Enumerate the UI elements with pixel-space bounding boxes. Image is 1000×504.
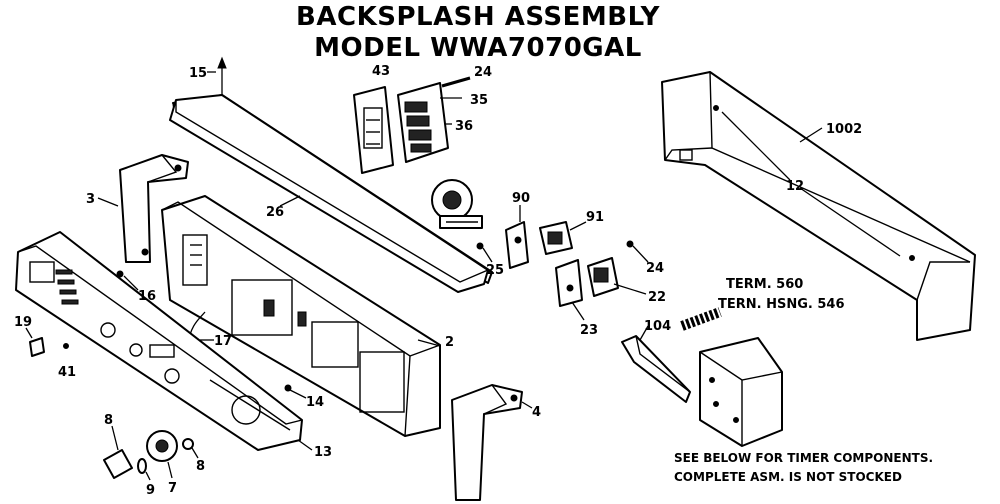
knob-19 [29,337,45,357]
label-part-2: 2 [445,335,454,350]
label-part-3: 3 [86,192,95,207]
right-end-cap [451,384,523,501]
timer-terminal-coil [680,307,722,331]
label-part-16: 16 [138,289,156,304]
timer-bracket [621,335,691,403]
screw-14 [284,384,292,392]
selector-knob-switch [431,179,483,229]
model-number: MODEL WWA7070GAL [314,33,642,63]
timer [699,337,783,447]
note-timer-components: SEE BELOW FOR TIMER COMPONENTS. [674,451,933,465]
label-part-43: 43 [372,64,390,79]
push-button-switch [397,82,449,163]
bracket-23 [555,259,583,307]
label-part-41: 41 [58,365,76,380]
washer-8 [182,438,194,450]
left-end-cap [119,154,189,263]
label-part-104: 104 [644,319,671,334]
console-housing [161,195,441,437]
rear-backsplash-cover [661,71,976,341]
clip-41 [63,343,69,349]
pressure-switch [505,221,529,269]
label-part-22: 22 [648,290,666,305]
dial-7 [146,430,178,462]
spring-clip-9 [137,458,147,474]
label-part-24-right: 24 [646,261,664,276]
label-part-12: 12 [786,179,804,194]
label-part-8-left: 8 [104,413,113,428]
label-part-15: 15 [189,66,207,81]
label-part-13: 13 [314,445,332,460]
label-part-17: 17 [214,334,232,349]
label-part-91: 91 [586,210,604,225]
switch-screw [441,76,471,88]
label-part-90: 90 [512,191,530,206]
switch-bracket [353,86,394,174]
label-part-1002: 1002 [826,122,862,137]
label-terminal-housing: TERN. HSNG. 546 [718,297,845,312]
label-part-35: 35 [470,93,488,108]
rear-panel [169,94,489,293]
label-part-26: 26 [266,205,284,220]
label-part-19: 19 [14,315,32,330]
label-part-25: 25 [486,263,504,278]
note-not-stocked: COMPLETE ASM. IS NOT STOCKED [674,470,902,484]
diagram-title: BACKSPLASH ASSEMBLY [296,2,661,32]
label-part-9: 9 [146,483,155,498]
label-part-23: 23 [580,323,598,338]
label-part-36: 36 [455,119,473,134]
control-panel [15,231,303,451]
label-part-4: 4 [532,405,541,420]
temperature-switch [539,221,573,255]
label-part-24-top: 24 [474,65,492,80]
screw-24 [626,240,634,248]
screw-16 [116,270,124,278]
terminal-block [587,257,619,297]
label-timer-terminal: TERM. 560 [726,277,803,292]
label-part-14: 14 [306,395,324,410]
screw-25 [476,242,484,250]
label-part-8-right: 8 [196,459,205,474]
timer-knob [103,449,133,479]
label-part-7: 7 [168,481,177,496]
